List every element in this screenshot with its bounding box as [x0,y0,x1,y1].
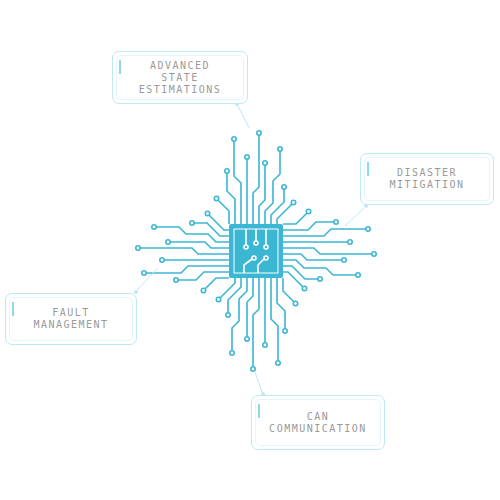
callout-box: ADVANCED STATE ESTIMATIONS [112,51,248,104]
callout-text: FAULT MANAGEMENT [21,307,121,331]
callout-text: DISASTER MITIGATION [377,167,477,191]
callout-text: CAN COMMUNICATION [268,411,368,435]
leader-lines [135,103,368,396]
callout-box: CAN COMMUNICATION [251,395,385,450]
callout-box: FAULT MANAGEMENT [5,293,137,345]
callout-box: DISASTER MITIGATION [360,153,494,205]
callout-text: ADVANCED STATE ESTIMATIONS [130,60,230,96]
